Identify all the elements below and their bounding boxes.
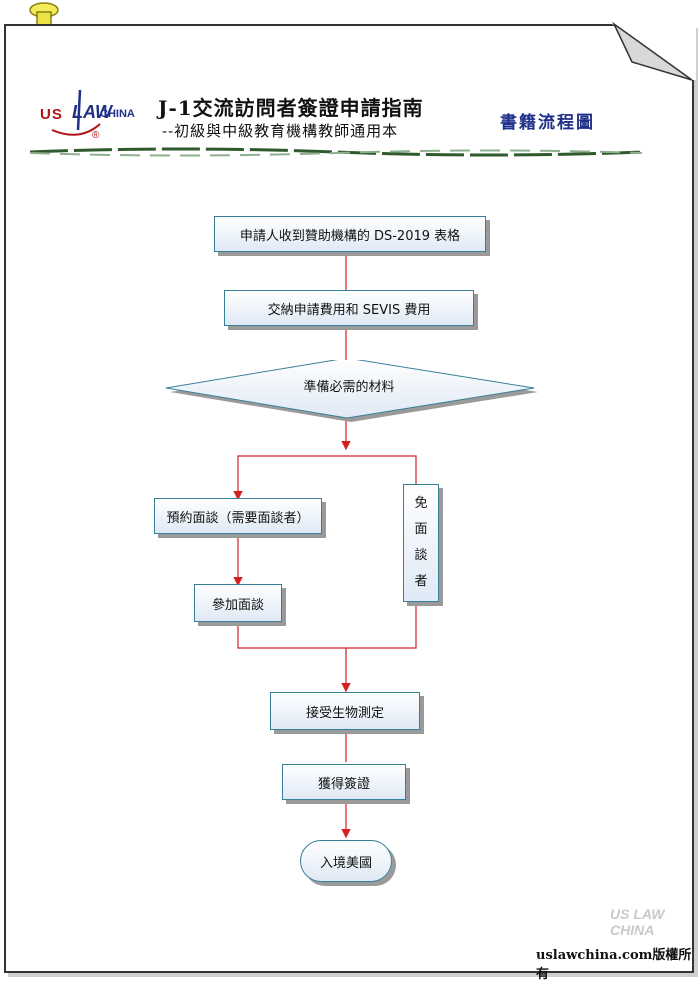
flow-step-schedule-interview: 預約面談（需要面談者） [154,498,322,534]
logo-us-text: US [40,106,63,123]
header-divider [30,147,642,157]
flow-step-char: 免 [414,496,428,511]
flow-step-char: 者 [414,574,428,589]
flow-step-label: 交納申請費用和 SEVIS 費用 [267,302,431,318]
logo-china-text: CHINA [100,108,135,120]
logo-registered-mark: ® [92,130,100,141]
flow-step-receive-ds2019: 申請人收到贊助機構的 DS-2019 表格 [214,216,486,252]
flow-step-label: 申請人收到贊助機構的 DS-2019 表格 [239,228,461,244]
flow-step-label: 入境美國 [319,855,372,871]
flow-step-interview-waiver: 免 面 談 者 [403,484,439,602]
page-title: J-1交流訪問者簽證申請指南 [158,96,424,120]
page-curl-decoration [612,22,696,81]
page-subtitle: --初級與中級教育機構教師通用本 [162,122,399,140]
logo-law-text: LAW [72,102,112,122]
flow-step-label: 獲得簽證 [317,776,370,792]
flow-step-label: 預約面談（需要面談者） [166,510,310,526]
copyright-text: uslawchina.com版權所有 [536,948,692,982]
flow-decision-label: 準備必需的材料 [303,380,395,395]
flow-step-label: 參加面談 [211,597,264,613]
page-sheet [4,24,694,973]
flow-step-pay-fees: 交納申請費用和 SEVIS 費用 [224,290,474,326]
uslawchina-logo: US LAW CHINA ® [40,86,135,146]
flow-end-enter-us: 入境美國 [300,840,392,882]
flow-decision-diamond [165,360,538,422]
watermark-logo: US LAW CHINA [610,906,665,938]
flow-step-char: 面 [414,522,428,537]
flow-step-attend-interview: 參加面談 [194,584,282,622]
flow-step-biometrics: 接受生物測定 [270,692,420,730]
section-title: 書籍流程圖 [500,113,595,133]
flow-step-obtain-visa: 獲得簽證 [282,764,406,800]
flow-step-label: 接受生物測定 [305,705,384,721]
flow-step-char: 談 [414,548,428,563]
